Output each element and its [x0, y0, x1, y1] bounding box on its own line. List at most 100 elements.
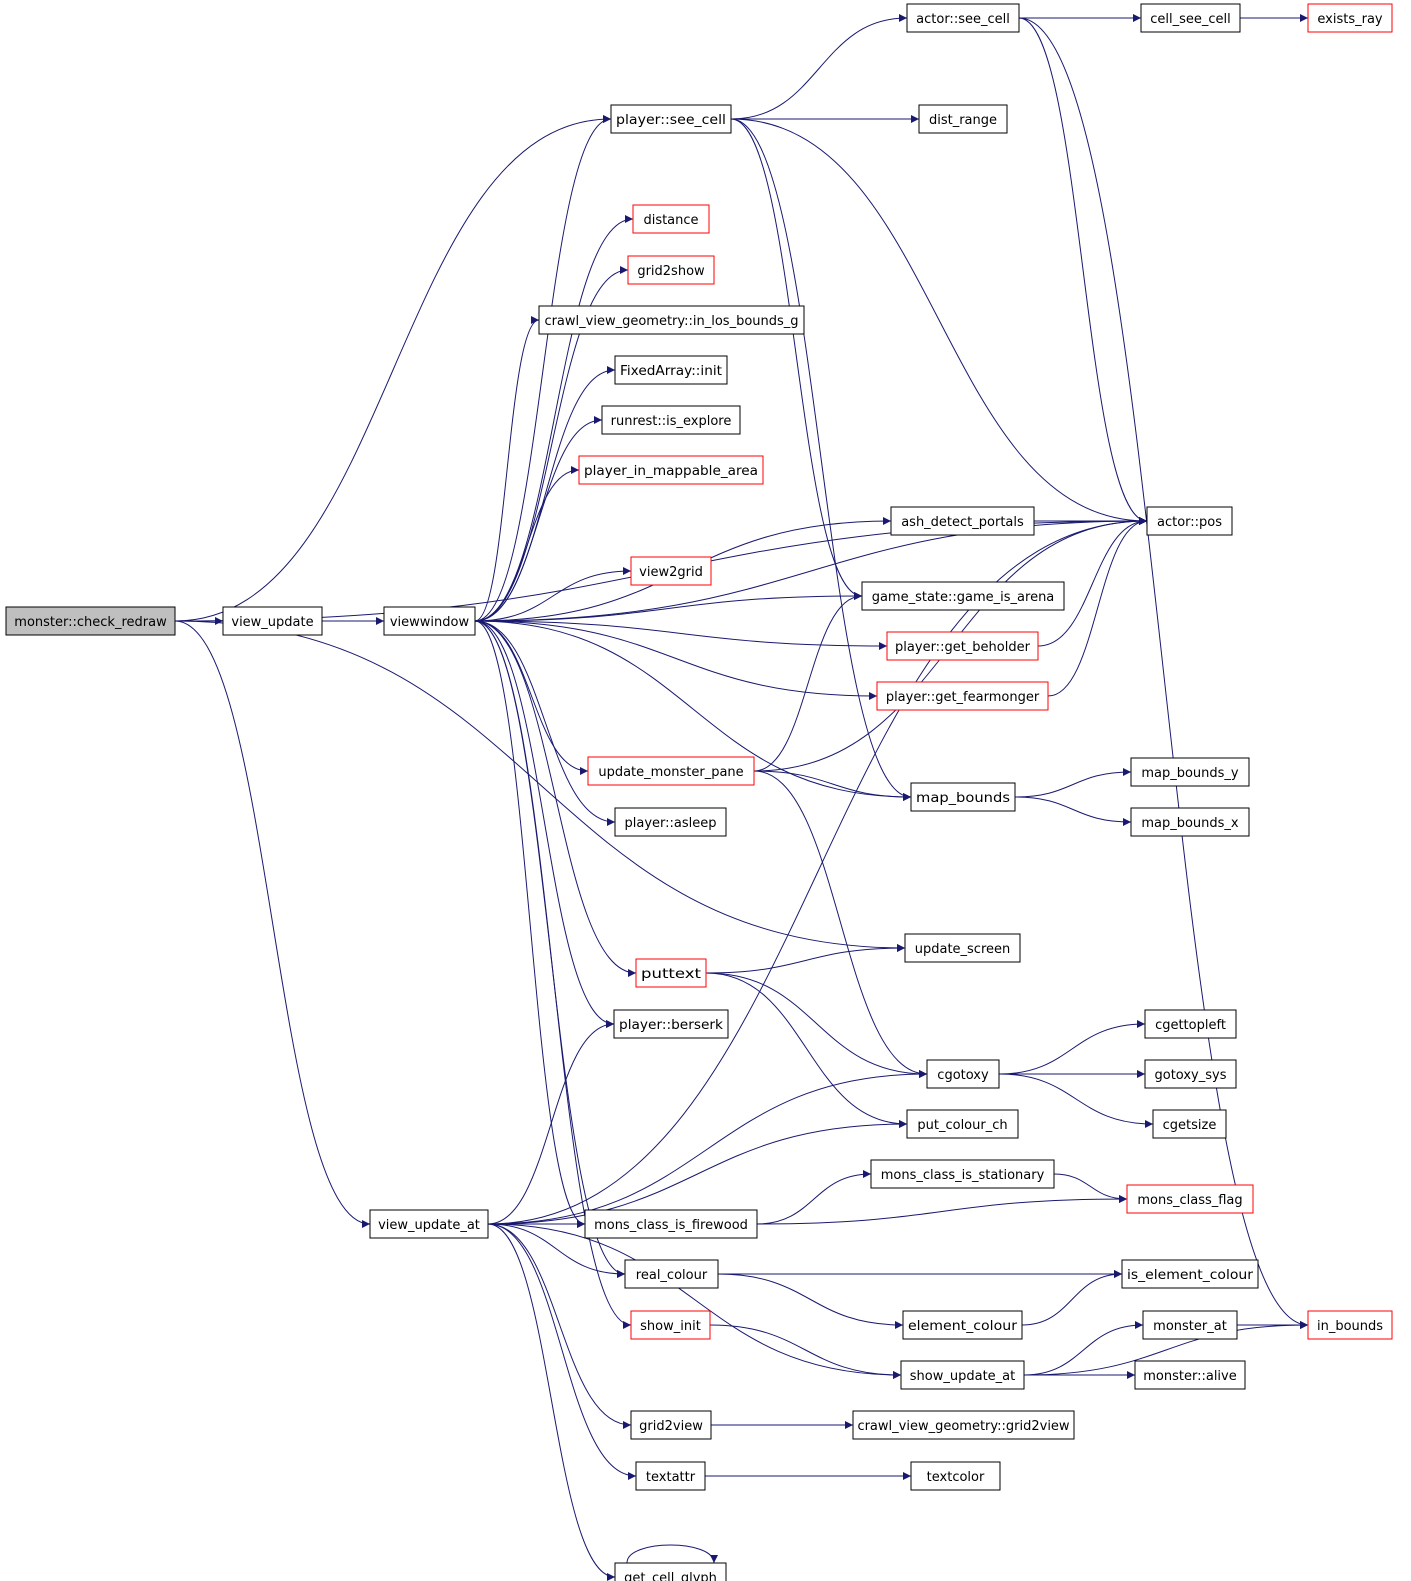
node-layer: monster::check_redraw view_update viewwind… [5, 3, 1393, 1581]
node-textcolor[interactable]: textcolor [910, 1461, 1001, 1491]
node-label: FixedArray::init [620, 364, 722, 379]
node-cgetsize[interactable]: cgetsize [1152, 1109, 1227, 1139]
node-box [910, 782, 1016, 812]
node-view2grid[interactable]: view2grid [630, 556, 712, 586]
node-real-colour[interactable]: real_colour [624, 1259, 719, 1289]
node-label: update_screen [915, 942, 1011, 957]
node-ash-detect-portals[interactable]: ash_detect_portals [890, 506, 1035, 536]
node-box [1142, 1310, 1238, 1340]
node-monster-at[interactable]: monster_at [1142, 1310, 1238, 1340]
node-box [890, 506, 1035, 536]
node-mons-class-flag[interactable]: mons_class_flag [1126, 1184, 1254, 1214]
node-fixedarray-init[interactable]: FixedArray::init [614, 355, 728, 385]
node-box [587, 756, 755, 786]
edge-view-update-at-to-actor-pos [487, 517, 1148, 1225]
node-viewwindow[interactable]: viewwindow [383, 606, 476, 636]
edge-layer [174, 14, 1309, 1581]
node-view-update-at[interactable]: view_update_at [369, 1209, 489, 1239]
node-in-bounds[interactable]: in_bounds [1307, 1310, 1393, 1340]
node-box [614, 355, 728, 385]
node-update-monster-pane[interactable]: update_monster_pane [587, 756, 755, 786]
node-label: element_colour [908, 1319, 1018, 1334]
node-mons-class-is-firewood[interactable]: mons_class_is_firewood [584, 1209, 758, 1239]
edge-map-bounds-to-map-bounds-y [1014, 768, 1132, 798]
node-grid2view[interactable]: grid2view [630, 1410, 712, 1440]
node-grid2view-geom[interactable]: crawl_view_geometry::grid2view [852, 1410, 1075, 1440]
edge-cgotoxy-to-cgettopleft [998, 1020, 1146, 1075]
node-get-fearmonger[interactable]: player::get_fearmonger [876, 681, 1049, 711]
node-box [222, 606, 323, 636]
node-cgettopleft[interactable]: cgettopleft [1144, 1009, 1237, 1039]
node-element-colour[interactable]: element_colour [902, 1310, 1023, 1340]
node-actor-see-cell[interactable]: actor::see_cell [906, 3, 1020, 33]
node-box [1134, 1360, 1246, 1390]
node-label: is_element_colour [1127, 1268, 1254, 1283]
node-cell-see-cell[interactable]: cell_see_cell [1140, 3, 1241, 33]
node-exists-ray[interactable]: exists_ray [1307, 3, 1393, 33]
edge-view-update-at-to-put-colour-ch [487, 1120, 908, 1225]
node-label: mons_class_flag [1137, 1193, 1242, 1208]
node-label: cgetsize [1163, 1118, 1217, 1133]
edge-viewwindow-to-distance [474, 215, 634, 622]
node-label: show_update_at [910, 1369, 1015, 1384]
node-monster-alive[interactable]: monster::alive [1134, 1360, 1246, 1390]
edge-viewwindow-to-view2grid [474, 567, 632, 622]
node-player-in-mappable-area[interactable]: player_in_mappable_area [578, 455, 764, 485]
node-check-redraw[interactable]: monster::check_redraw [5, 606, 176, 636]
node-label: show_init [640, 1319, 701, 1334]
node-mons-class-is-stationary[interactable]: mons_class_is_stationary [870, 1159, 1055, 1189]
node-box [627, 255, 715, 285]
node-get-beholder[interactable]: player::get_beholder [886, 631, 1039, 661]
node-map-bounds[interactable]: map_bounds [910, 782, 1016, 812]
node-map-bounds-y[interactable]: map_bounds_y [1130, 757, 1250, 787]
node-label: cgettopleft [1155, 1018, 1226, 1033]
node-textattr[interactable]: textattr [635, 1461, 706, 1491]
edge-viewwindow-to-update-monster-pane [474, 620, 589, 775]
node-label: monster::alive [1143, 1369, 1236, 1384]
node-update-screen[interactable]: update_screen [904, 933, 1021, 963]
node-label: actor::pos [1157, 515, 1222, 530]
node-box [584, 1209, 758, 1239]
edge-viewwindow-to-game-is-arena [474, 592, 863, 622]
node-actor-pos[interactable]: actor::pos [1146, 506, 1233, 536]
node-view-update[interactable]: view_update [222, 606, 323, 636]
node-box [876, 681, 1049, 711]
node-gotoxy-sys[interactable]: gotoxy_sys [1144, 1059, 1237, 1089]
node-label: real_colour [636, 1268, 708, 1283]
node-box [1144, 1009, 1237, 1039]
node-cgotoxy[interactable]: cgotoxy [926, 1059, 1000, 1089]
node-label: monster::check_redraw [14, 615, 167, 630]
node-is-explore[interactable]: runrest::is_explore [601, 405, 741, 435]
edge-view-update-at-to-cgotoxy [487, 1070, 928, 1225]
edge-real-colour-to-element-colour [717, 1273, 904, 1329]
node-box [635, 958, 707, 988]
node-game-is-arena[interactable]: game_state::game_is_arena [861, 581, 1065, 611]
node-box [861, 581, 1065, 611]
node-box [906, 1109, 1019, 1139]
node-box [1126, 1184, 1254, 1214]
node-player-asleep[interactable]: player::asleep [614, 807, 727, 837]
node-is-element-colour[interactable]: is_element_colour [1121, 1259, 1259, 1289]
node-box [578, 455, 764, 485]
node-grid2show[interactable]: grid2show [627, 255, 715, 285]
node-label: ash_detect_portals [901, 515, 1024, 530]
node-show-init[interactable]: show_init [630, 1310, 711, 1340]
node-player-see-cell[interactable]: player::see_cell [610, 104, 732, 134]
node-puttext[interactable]: puttext [635, 958, 707, 988]
node-player-berserk[interactable]: player::berserk [613, 1009, 729, 1039]
node-put-colour-ch[interactable]: put_colour_ch [906, 1109, 1019, 1139]
edge-viewwindow-to-player-asleep [474, 620, 616, 826]
node-box [902, 1310, 1023, 1340]
node-box [614, 1562, 727, 1581]
node-show-update-at[interactable]: show_update_at [900, 1360, 1025, 1390]
node-distance[interactable]: distance [632, 204, 710, 234]
node-map-bounds-x[interactable]: map_bounds_x [1130, 807, 1250, 837]
node-get-cell-glyph[interactable]: get_cell_glyph [614, 1562, 727, 1581]
node-label: put_colour_ch [917, 1118, 1007, 1133]
node-in-los-bounds-g[interactable]: crawl_view_geometry::in_los_bounds_g [538, 305, 805, 335]
node-label: view2grid [639, 565, 703, 580]
node-box [369, 1209, 489, 1239]
edge-update-monster-pane-to-game-is-arena [753, 592, 863, 772]
node-dist-range[interactable]: dist_range [918, 104, 1008, 134]
